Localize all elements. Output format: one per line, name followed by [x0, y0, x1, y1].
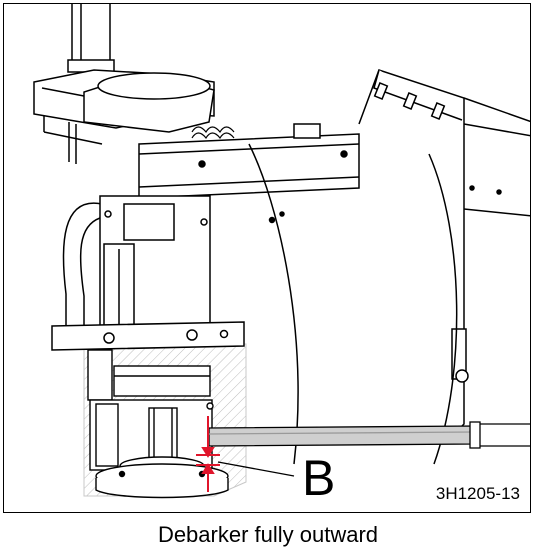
- figure-code: 3H1205-13: [435, 484, 520, 503]
- feed-rod: [208, 421, 530, 449]
- clamp-bar: [51, 321, 245, 351]
- knife-disc: [95, 456, 229, 499]
- horizontal-arm: [138, 123, 360, 199]
- spring-detail: [191, 126, 235, 140]
- lower-assembly: [87, 349, 214, 471]
- clearance-markers: [196, 416, 220, 492]
- callout-label-b: B: [302, 450, 336, 506]
- callout-leader: [217, 461, 295, 477]
- debarker-frame: [62, 195, 211, 335]
- vertical-column: [67, 4, 115, 73]
- right-cabinet: [358, 69, 530, 437]
- figure-frame: B 3H1205-13: [3, 3, 531, 513]
- figure-caption: Debarker fully outward: [157, 522, 379, 547]
- head-housing: [33, 69, 215, 164]
- machine-drawing: [33, 4, 530, 499]
